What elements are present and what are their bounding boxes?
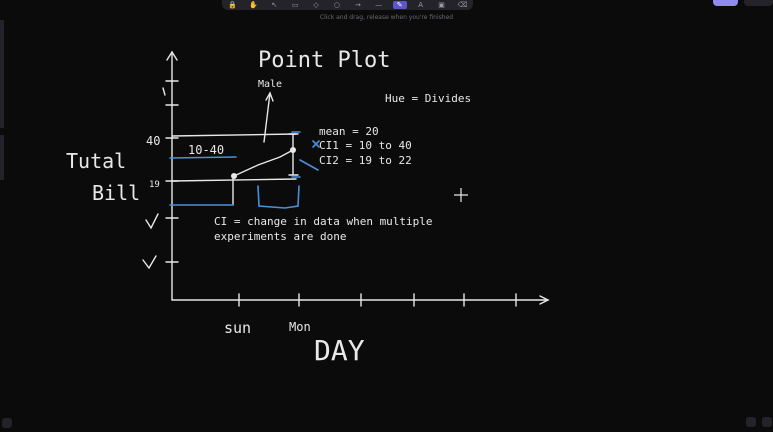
x-axis-arrowhead <box>539 295 550 305</box>
left-panel-edge <box>0 20 4 128</box>
y-axis-arrowhead <box>166 50 178 61</box>
crosshair-cursor-icon <box>454 188 468 202</box>
undo-icon[interactable] <box>2 418 12 428</box>
y-tick-label-40: 40 <box>146 134 160 148</box>
eraser-icon[interactable]: ⌫ <box>457 1 468 9</box>
stat-ci1: CI1 = 10 to 40 <box>319 139 412 152</box>
guide-line-40 <box>171 133 297 137</box>
excalidraw-toolbar: 🔒 ✋ ↖ ▭ ◇ ○ → — ✎ A ▣ ⌫ <box>222 0 473 10</box>
point-line <box>233 149 294 177</box>
lock-icon[interactable]: 🔒 <box>228 1 237 9</box>
image-icon[interactable]: ▣ <box>438 1 445 9</box>
y-mark-v1 <box>145 213 159 230</box>
guide-line-19 <box>171 178 297 182</box>
blue-x-mark <box>312 140 320 148</box>
ci-definition-1: CI = change in data when multiple <box>214 215 433 228</box>
x-axis-label: DAY <box>314 334 365 367</box>
x-tick-label-sun: sun <box>224 319 251 337</box>
point-label: Male <box>258 79 282 90</box>
left-panel-edge-lower <box>0 135 4 180</box>
select-icon[interactable]: ↖ <box>271 1 278 9</box>
stat-mean: mean = 20 <box>319 125 379 138</box>
point-mon <box>290 147 296 153</box>
tool-hint: Click and drag, release when you're fini… <box>319 14 454 21</box>
y-axis-label-1: Tutal <box>66 149 126 173</box>
male-arrowhead <box>265 91 274 102</box>
hue-note: Hue = Divides <box>385 92 471 105</box>
range-note: 10-40 <box>188 143 224 157</box>
text-icon[interactable]: A <box>418 1 423 9</box>
ci-definition-2: experiments are done <box>214 230 346 243</box>
diamond-icon[interactable]: ◇ <box>313 1 319 9</box>
point-sun <box>231 173 237 179</box>
blue-line-top <box>169 156 237 159</box>
y-tick-label-19: 19 <box>149 180 160 190</box>
page-title: Point Plot <box>258 48 390 73</box>
blue-brace-bottom <box>257 185 300 209</box>
library-button[interactable] <box>744 0 773 6</box>
help-icon[interactable] <box>762 417 772 427</box>
arrow-icon[interactable]: → <box>354 1 361 9</box>
male-arrow <box>263 92 271 143</box>
y-axis-label-2: Bill <box>92 181 140 205</box>
stat-ci2: CI2 = 19 to 22 <box>319 154 412 167</box>
share-button[interactable] <box>713 0 738 6</box>
x-tick-label-mon: Mon <box>289 320 311 334</box>
y-mark-v2 <box>142 255 157 270</box>
y-mark <box>162 87 166 96</box>
line-icon[interactable]: — <box>375 1 383 9</box>
shield-icon[interactable] <box>746 417 756 427</box>
rectangle-icon[interactable]: ▭ <box>291 1 299 9</box>
ci-bracket-right <box>288 133 299 176</box>
draw-icon[interactable]: ✎ <box>392 1 407 9</box>
ellipse-icon[interactable]: ○ <box>333 1 341 9</box>
hand-icon[interactable]: ✋ <box>249 1 258 9</box>
blue-connector <box>299 159 319 171</box>
